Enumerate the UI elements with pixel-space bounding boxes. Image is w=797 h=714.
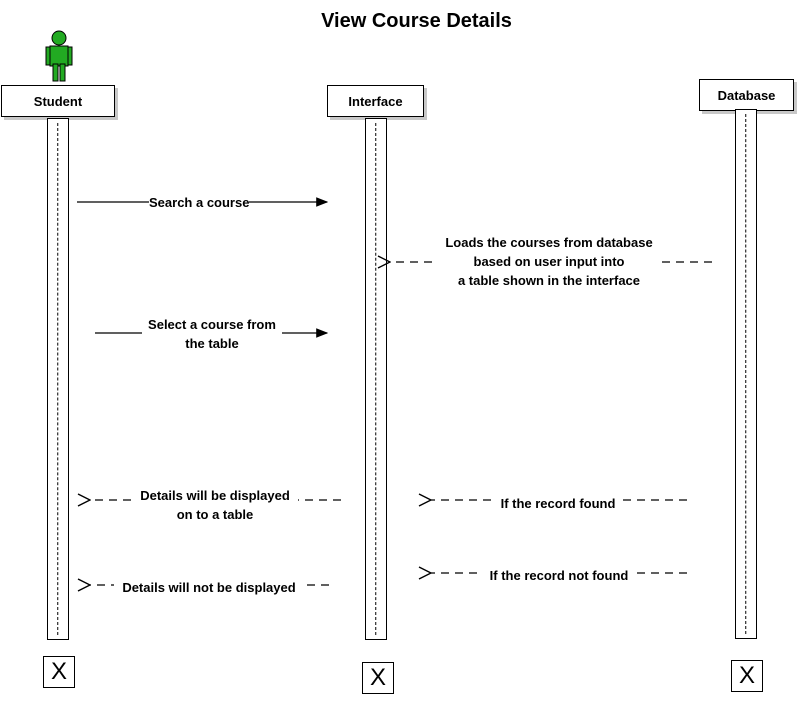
diagram-title: View Course Details bbox=[321, 10, 512, 32]
message-label-search-course: Search a course bbox=[149, 193, 250, 212]
participant-student: Student bbox=[1, 85, 115, 117]
interface-terminator: X bbox=[362, 662, 394, 694]
database-terminator: X bbox=[731, 660, 763, 692]
message-label-loads-courses: Loads the courses from database based on… bbox=[437, 233, 661, 290]
message-label-select-course: Select a course from the table bbox=[142, 315, 282, 353]
participant-interface: Interface bbox=[327, 85, 424, 117]
student-lifeline bbox=[47, 118, 69, 640]
student-terminator: X bbox=[43, 656, 75, 688]
message-label-record-found: If the record found bbox=[494, 494, 622, 513]
message-label-details-not-displayed: Details will not be displayed bbox=[114, 578, 304, 597]
actor-icon bbox=[45, 30, 73, 82]
interface-lifeline bbox=[365, 118, 387, 640]
message-label-details-displayed: Details will be displayed on to a table bbox=[132, 486, 298, 524]
database-lifeline bbox=[735, 109, 757, 639]
message-label-record-not-found: If the record not found bbox=[481, 566, 637, 585]
